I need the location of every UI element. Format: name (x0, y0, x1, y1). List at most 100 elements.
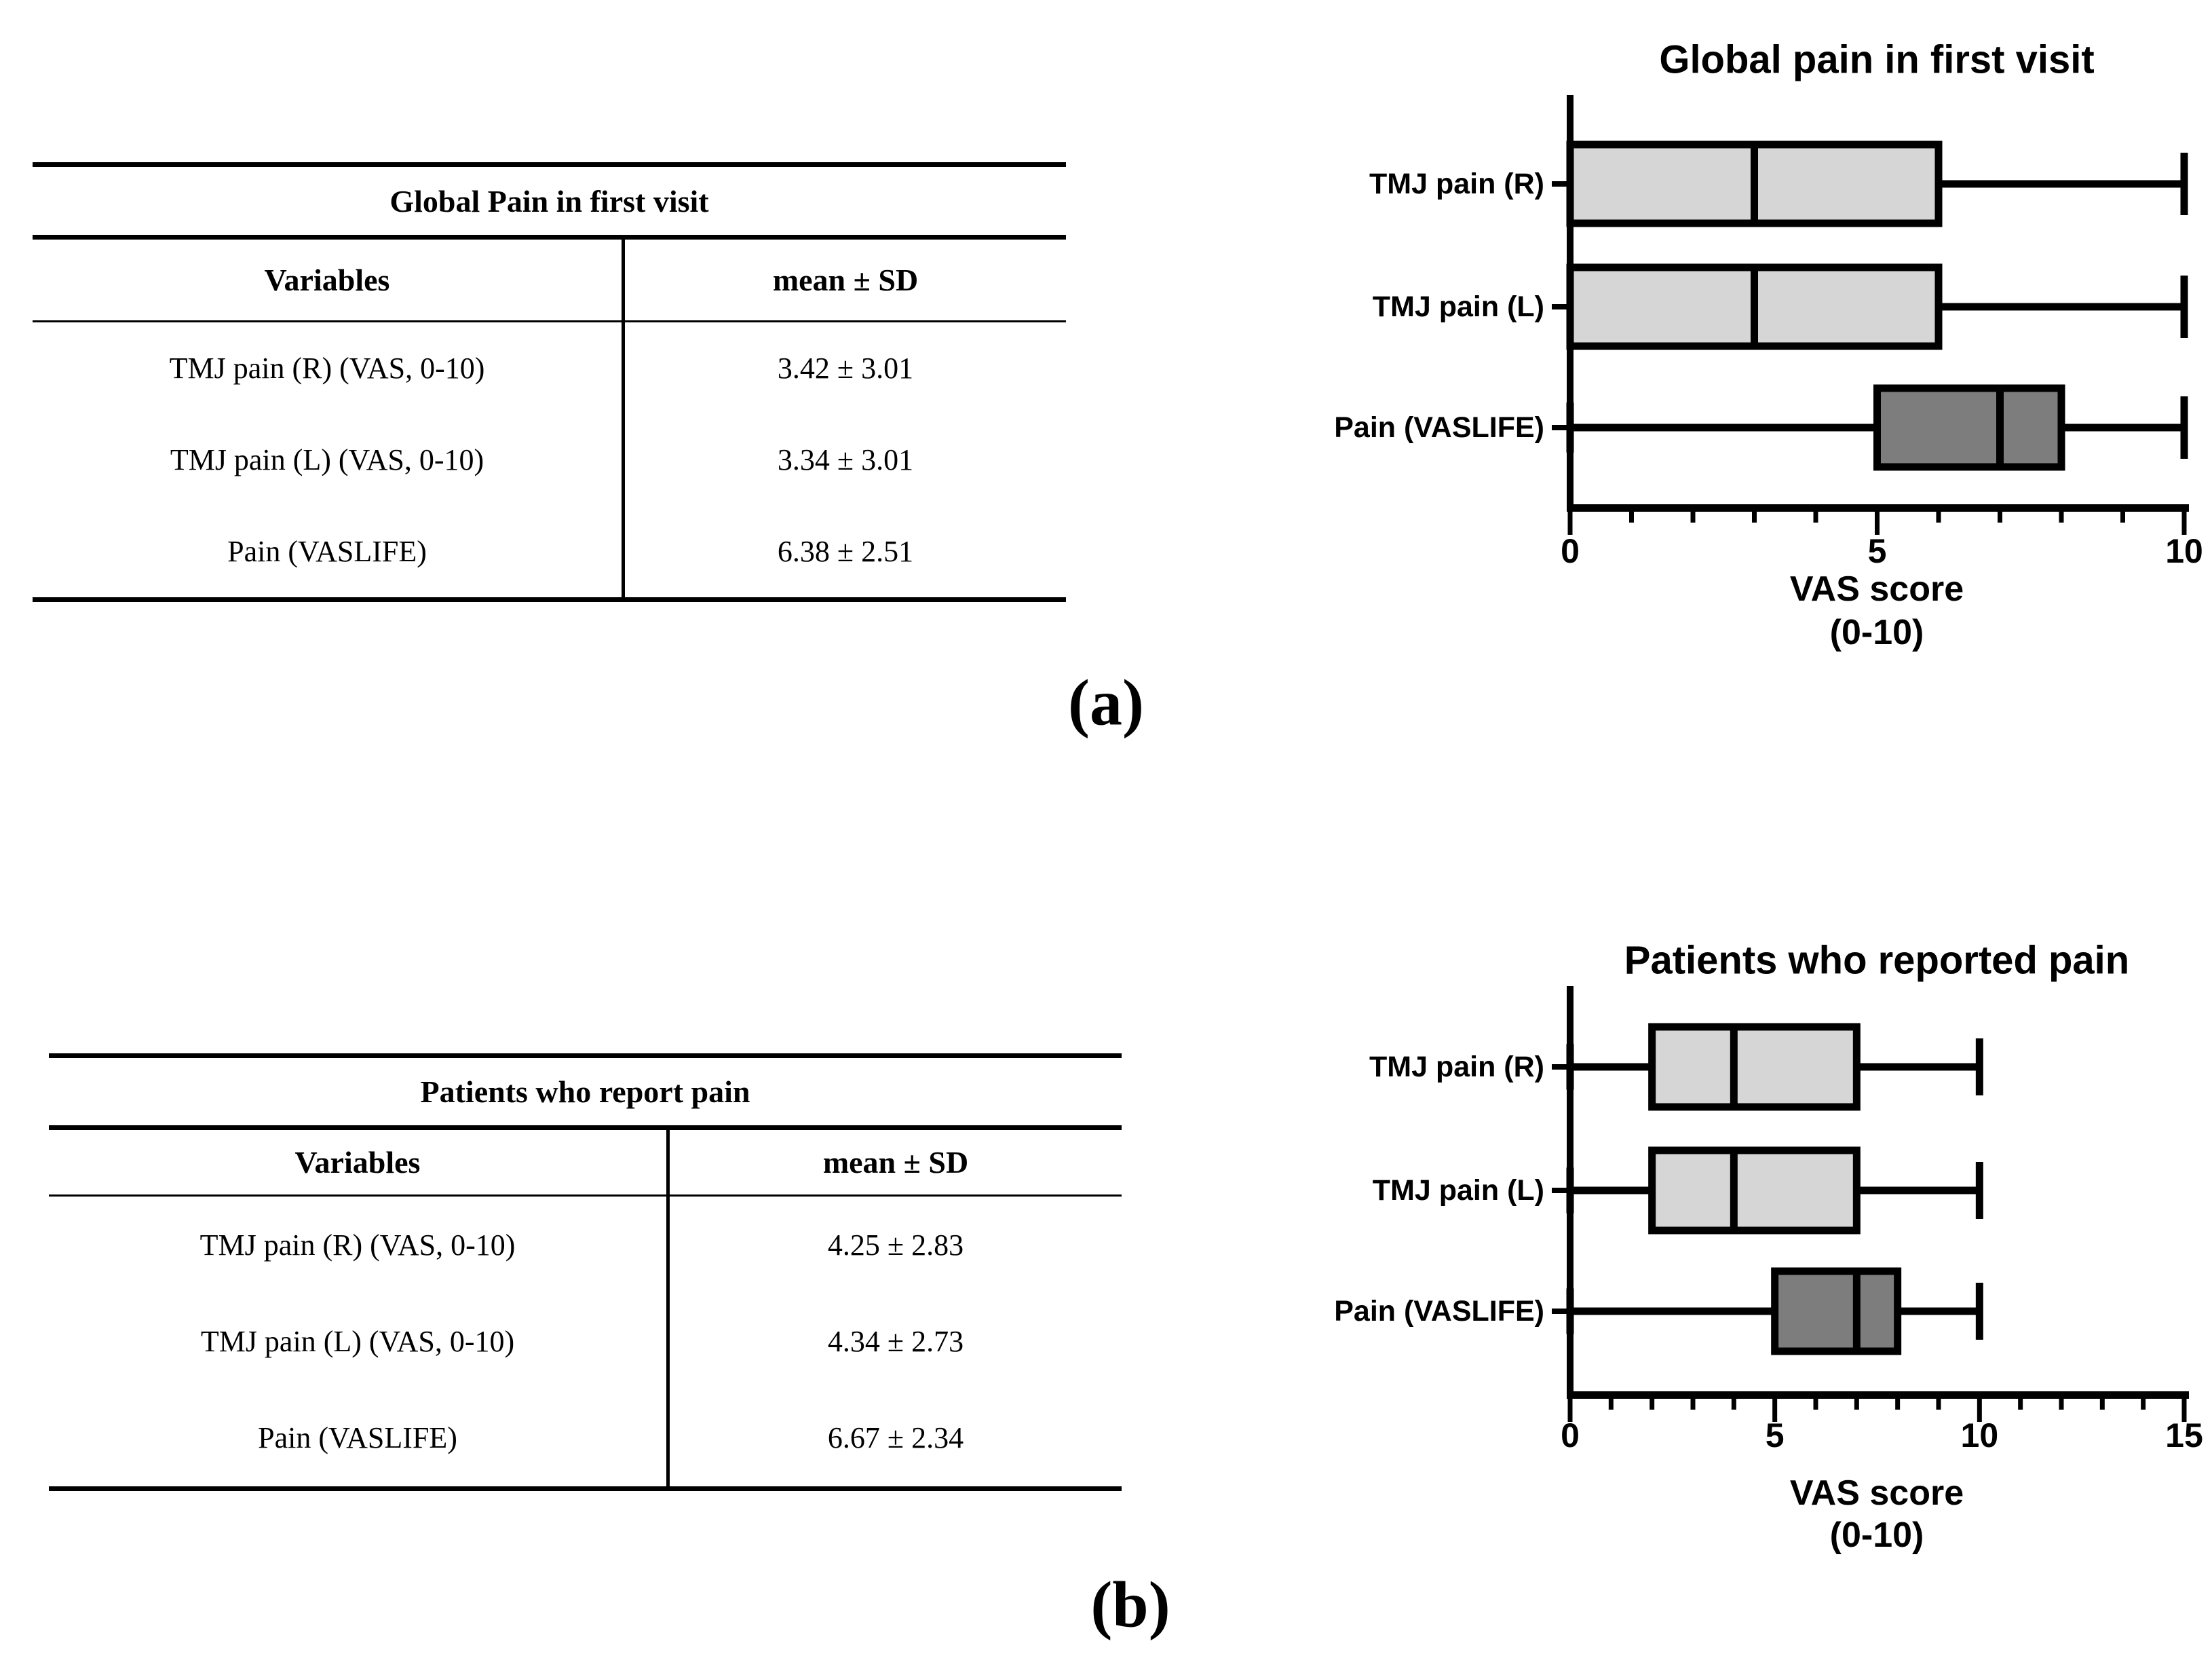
x-axis-major-tick (1772, 1395, 1778, 1422)
table-rule-top (49, 1053, 1122, 1058)
x-axis-major-tick (2181, 1395, 2187, 1422)
category-tick (1552, 1064, 1570, 1070)
x-axis-minor-tick (2120, 508, 2125, 523)
x-axis-major-tick (2181, 508, 2187, 535)
table-title: Global Pain in first visit (389, 183, 709, 219)
whisker-high-cap (2180, 153, 2188, 215)
x-axis-minor-tick (1690, 1395, 1696, 1410)
x-axis-minor-tick (1608, 1395, 1614, 1410)
table-cell-variable: TMJ pain (R) (VAS, 0-10) (169, 352, 485, 385)
boxplot-global-pain: Global pain in first visit 0 5 10 TMJ pain (… (1221, 14, 2212, 747)
column-header-mean-sd: mean ± SD (772, 263, 919, 297)
x-axis-major-tick (1567, 508, 1573, 535)
x-axis-minor-tick (1752, 508, 1757, 523)
x-axis-minor-tick (2141, 1395, 2146, 1410)
x-tick-label: 0 (1561, 532, 1580, 570)
box-iqr (1648, 1146, 1861, 1235)
boxplot-patients-reported-pain: Patients who reported pain 0 5 10 15 TMJ pain… (1221, 882, 2212, 1588)
x-tick-label: 5 (1868, 532, 1887, 570)
x-axis-minor-tick (2059, 508, 2064, 523)
whisker-high (1856, 1063, 1980, 1071)
x-axis-minor-tick (1895, 1395, 1901, 1410)
x-axis-minor-tick (2059, 1395, 2064, 1410)
x-tick-label: 0 (1561, 1416, 1580, 1454)
table-cell-value: 4.34 ± 2.73 (827, 1324, 964, 1358)
whisker-low-cap (1566, 1044, 1574, 1090)
x-axis-major-tick (1977, 1395, 1982, 1422)
x-axis-minor-tick (2018, 1395, 2023, 1410)
table-cell-variable: Pain (VASLIFE) (258, 1420, 457, 1454)
whisker-high-cap (1975, 1038, 1983, 1095)
category-tick (1552, 181, 1570, 187)
x-tick-label: 10 (1961, 1416, 1999, 1454)
x-tick-label: 15 (2165, 1416, 2203, 1454)
table-cell-variable: TMJ pain (L) (VAS, 0-10) (200, 1324, 515, 1358)
x-axis-minor-tick (1731, 1395, 1736, 1410)
table-rule-under-header (49, 1194, 1122, 1197)
whisker-high-cap (1975, 1283, 1983, 1340)
x-axis-minor-tick (1936, 508, 1941, 523)
x-tick-label: 10 (2165, 532, 2203, 570)
table-column-divider (622, 235, 625, 602)
whisker-low (1570, 1307, 1775, 1315)
table-rule-under-header (33, 320, 1066, 322)
category-label: TMJ pain (R) (1369, 168, 1544, 200)
whisker-high (2061, 424, 2184, 432)
x-axis-minor-tick (1936, 1395, 1941, 1410)
x-axis-minor-tick (1813, 1395, 1818, 1410)
table-rule-top (33, 162, 1066, 167)
column-header-variables: Variables (264, 263, 390, 297)
x-axis-minor-tick (2099, 1395, 2105, 1410)
whisker-low-cap (1566, 402, 1574, 453)
boxplot-svg: Global pain in first visit 0 5 10 TMJ pain (… (1334, 38, 2203, 653)
whisker-low-cap (1566, 1288, 1574, 1334)
x-axis-minor-tick (1998, 508, 2002, 523)
x-axis-label-range: (0-10) (1830, 1516, 1924, 1555)
median-line (1751, 263, 1758, 350)
box-iqr (1873, 384, 2065, 471)
chart-title: Global pain in first visit (1659, 38, 2094, 82)
category-tick (1552, 1309, 1570, 1314)
whisker-low-cap (1566, 1167, 1574, 1213)
chart-title: Patients who reported pain (1624, 939, 2129, 983)
x-axis-label: VAS score (1790, 1473, 1964, 1513)
table-patients-report-pain: Patients who report pain Variables mean … (49, 1053, 1122, 1491)
median-line (1852, 1267, 1861, 1355)
x-axis-major-tick (1567, 1395, 1573, 1422)
table-rule-bottom (49, 1486, 1122, 1491)
table-cell-variable: TMJ pain (R) (VAS, 0-10) (199, 1228, 516, 1262)
boxplot-svg: Patients who reported pain 0 5 10 15 TMJ pain… (1334, 939, 2203, 1556)
table-rule-bottom (33, 597, 1066, 602)
category-tick (1552, 1188, 1570, 1193)
table-cell-value: 6.67 ± 2.34 (827, 1420, 964, 1454)
category-label: TMJ pain (R) (1369, 1051, 1544, 1083)
median-line (1730, 1146, 1738, 1235)
table-cell-variable: TMJ pain (L) (VAS, 0-10) (170, 443, 484, 476)
panel-label-a: (a) (1068, 666, 1144, 739)
column-header-mean-sd: mean ± SD (822, 1145, 969, 1180)
x-axis-line (1567, 1391, 2189, 1399)
category-label: Pain (VASLIFE) (1334, 411, 1544, 444)
x-axis-minor-tick (1813, 508, 1818, 523)
table-column-divider (666, 1125, 670, 1491)
table-cell-variable: Pain (VASLIFE) (227, 535, 427, 568)
x-tick-label: 5 (1766, 1416, 1785, 1454)
median-line (1996, 384, 2004, 471)
table-title: Patients who report pain (420, 1074, 750, 1109)
category-tick (1552, 304, 1570, 309)
whisker-high (1939, 303, 2184, 311)
table-cell-value: 3.34 ± 3.01 (777, 443, 914, 476)
whisker-high (1856, 1186, 1980, 1194)
x-axis-label: VAS score (1790, 569, 1964, 609)
category-label: TMJ pain (L) (1373, 290, 1544, 323)
whisker-high-cap (2180, 396, 2188, 459)
x-axis-minor-tick (1854, 1395, 1859, 1410)
whisker-low (1570, 424, 1877, 432)
table-global-pain: Global Pain in first visit Variables mea… (33, 162, 1066, 602)
panel-label-b: (b) (1090, 1568, 1170, 1641)
table-cell-value: 4.25 ± 2.83 (827, 1228, 964, 1262)
x-axis-major-tick (1875, 508, 1880, 535)
category-label: Pain (VASLIFE) (1334, 1295, 1544, 1328)
table-cell-value: 3.42 ± 3.01 (777, 352, 914, 385)
